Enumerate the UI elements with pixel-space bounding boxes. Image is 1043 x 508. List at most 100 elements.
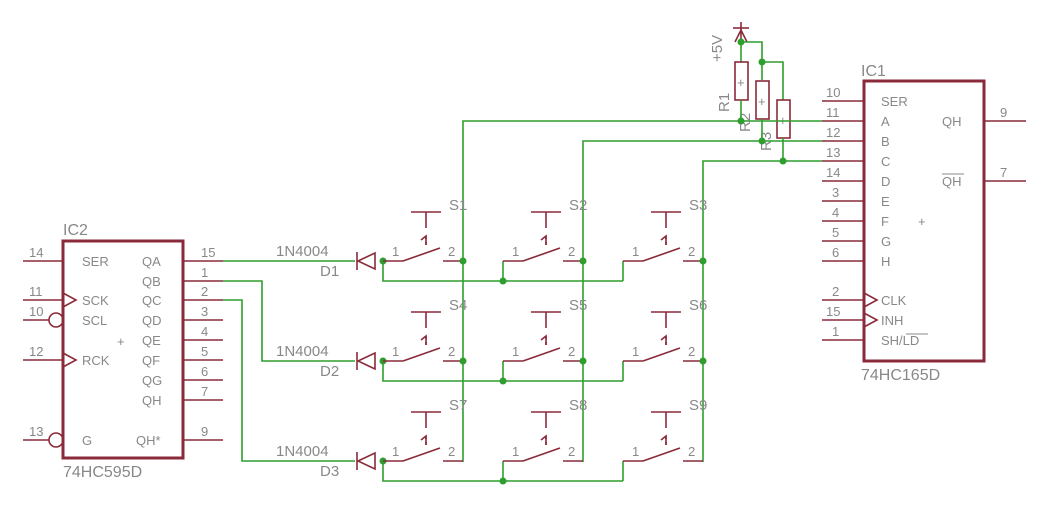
- ic1-pin-name: QH: [942, 114, 962, 129]
- ic2-pin-name: QD: [142, 313, 162, 328]
- switch-s6: S6 1 2: [623, 297, 707, 362]
- supply-network: +5V + R1 + R2 + R3: [709, 22, 791, 165]
- ic1-pin-num: 7: [1000, 165, 1007, 180]
- switch-label: S2: [569, 197, 587, 214]
- ic2-pin-name: QF: [142, 353, 160, 368]
- switch-s4: S4 1 2: [383, 297, 467, 362]
- switch-s1: S1 1 2: [383, 197, 467, 262]
- clock-symbol: [863, 312, 879, 328]
- switch-pin: 1: [392, 244, 399, 259]
- ic2: IC2 74HC595D + 14 SER 11 SCK 10 SCL 12 R…: [23, 222, 223, 481]
- ic1-pin-num: 4: [832, 205, 839, 220]
- switch-s3: S3 1 2: [623, 197, 707, 262]
- ic2-pin-num: 2: [201, 284, 208, 299]
- supply-label: +5V: [709, 35, 726, 62]
- switch-pin: 1: [392, 444, 399, 459]
- diode-symbol: [356, 451, 376, 471]
- ic1-pin-name: SER: [881, 94, 908, 109]
- ic2-body: [61, 239, 185, 460]
- ic1-pin-num: 10: [826, 85, 840, 100]
- ic2-pin-name: QA: [142, 254, 161, 269]
- ic1-pin-name: B: [881, 134, 890, 149]
- ic2-pin-name: SCK: [82, 293, 109, 308]
- ic2-pin-name: QB: [142, 274, 161, 289]
- ic1-pin-num: 12: [826, 125, 840, 140]
- row-wires: [223, 257, 624, 485]
- ic1-pin-name: A: [881, 114, 890, 129]
- ic1-pin-name: QH: [942, 174, 962, 189]
- ic1-pin-name: INH: [881, 313, 903, 328]
- switch-pin: 2: [448, 444, 455, 459]
- switch-pin: 1: [632, 344, 639, 359]
- ic1-pin-num: 1: [832, 324, 839, 339]
- switch-label: S6: [689, 297, 707, 314]
- switch-s2: S2 1 2: [503, 197, 587, 262]
- switch-s5: S5 1 2: [503, 297, 587, 362]
- ic2-pin-name: QC: [142, 293, 162, 308]
- switch-pin: 1: [512, 344, 519, 359]
- ic1-pin-num: 13: [826, 145, 840, 160]
- ic2-pin-num: 14: [29, 245, 43, 260]
- switch-label: S1: [449, 197, 467, 214]
- ic1-pin-num: 6: [832, 245, 839, 260]
- diode-value: 1N4004: [276, 443, 329, 460]
- resistor-mark: +: [758, 94, 766, 109]
- diode-value: 1N4004: [276, 343, 329, 360]
- diode-name: D1: [320, 263, 339, 280]
- ic2-pin-name: RCK: [82, 353, 110, 368]
- ic2-pin-name: QH: [142, 393, 162, 408]
- ic2-pin-num: 1: [201, 265, 208, 280]
- switch-label: S9: [689, 397, 707, 414]
- ic2-pin-num: 10: [29, 304, 43, 319]
- ic2-pin-num: 6: [201, 364, 208, 379]
- ic1-pin-num: 5: [832, 225, 839, 240]
- switch-pin: 2: [688, 444, 695, 459]
- switch-pin: 1: [512, 444, 519, 459]
- ic2-pin-name: QG: [142, 373, 162, 388]
- clock-symbol: [62, 352, 78, 368]
- inversion-bubble: [48, 432, 64, 448]
- ic1-pin-name: H: [881, 254, 890, 269]
- clock-symbol: [863, 292, 879, 308]
- ic2-pin-num: 9: [201, 424, 208, 439]
- ic2-pin-name: G: [82, 433, 92, 448]
- switch-s9: S9 1 2: [623, 397, 707, 462]
- switch-s7: S7 1 2: [383, 397, 467, 462]
- ic2-pin-num: 13: [29, 424, 43, 439]
- ic1-value: 74HC165D: [861, 367, 940, 384]
- switch-label: S8: [569, 397, 587, 414]
- diode-symbol: [356, 351, 376, 371]
- diode-value: 1N4004: [276, 243, 329, 260]
- ic1-pin-num: 15: [826, 304, 840, 319]
- switch-pin: 2: [568, 444, 575, 459]
- switch-pin: 2: [568, 244, 575, 259]
- ic2-pin-num: 4: [201, 324, 208, 339]
- ic2-pin-num: 12: [29, 344, 43, 359]
- ic1: IC1 74HC165D + 10 SER 11 A 12 B 13 C 14 …: [822, 63, 1026, 384]
- ic2-pin-name: SER: [82, 254, 109, 269]
- switch-pin: 2: [688, 344, 695, 359]
- switch-pin: 1: [632, 444, 639, 459]
- switch-pin: 2: [568, 344, 575, 359]
- ic1-name: IC1: [861, 63, 886, 80]
- switch-pin: 2: [448, 244, 455, 259]
- switch-label: S3: [689, 197, 707, 214]
- ic1-pin-name: C: [881, 154, 890, 169]
- ic1-pin-num: 2: [832, 284, 839, 299]
- ic1-pin-name: F: [881, 214, 889, 229]
- ic2-pin-name: SCL: [82, 313, 107, 328]
- switch-pin: 1: [392, 344, 399, 359]
- switch-label: S5: [569, 297, 587, 314]
- ic1-pin-num: 9: [1000, 105, 1007, 120]
- ic2-origin: +: [117, 334, 125, 349]
- diode-name: D2: [320, 363, 339, 380]
- ic2-pin-num: 7: [201, 384, 208, 399]
- diode-name: D3: [320, 463, 339, 480]
- switch-label: S4: [449, 297, 467, 314]
- ic1-pin-name: E: [881, 194, 890, 209]
- diode-d1: 1N4004 D1: [276, 243, 376, 280]
- ic2-value: 74HC595D: [63, 464, 142, 481]
- ic1-origin: +: [918, 214, 926, 229]
- diode-d3: 1N4004 D3: [276, 443, 376, 480]
- ic1-pin-name: CLK: [881, 293, 907, 308]
